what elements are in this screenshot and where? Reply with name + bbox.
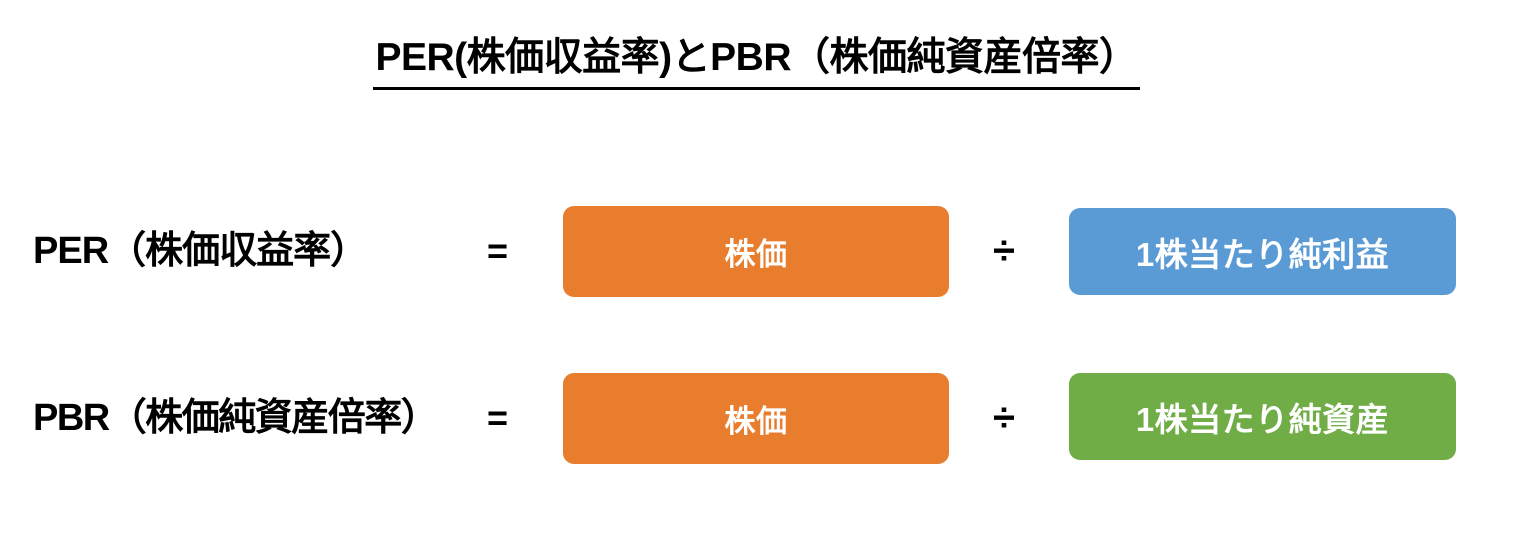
numerator-box-per: 株価 [563, 206, 949, 297]
formula-row-per: PER（株価収益率） = 株価 ÷ 1株当たり純利益 [0, 196, 1513, 306]
denominator-box-per: 1株当たり純利益 [1069, 208, 1456, 295]
numerator-label-pbr: 株価 [724, 404, 788, 439]
denominator-box-pbr: 1株当たり純資産 [1069, 373, 1456, 460]
formula-label-per: PER（株価収益率） [33, 230, 368, 272]
page-title-text: PER(株価収益率)とPBR（株価純資産倍率） [373, 36, 1140, 90]
formula-row-pbr: PBR（株価純資産倍率） = 株価 ÷ 1株当たり純資産 [0, 363, 1513, 473]
denominator-label-pbr: 1株当たり純資産 [1135, 400, 1390, 438]
denominator-label-per: 1株当たり純利益 [1135, 235, 1390, 273]
equals-sign-pbr: = [487, 397, 509, 438]
equals-sign-per: = [487, 230, 509, 271]
page-title: PER(株価収益率)とPBR（株価純資産倍率） [0, 36, 1513, 90]
formula-label-pbr: PBR（株価純資産倍率） [33, 397, 439, 439]
divide-sign-pbr: ÷ [993, 396, 1015, 440]
divide-sign-per: ÷ [993, 229, 1015, 273]
numerator-label-per: 株価 [724, 237, 788, 272]
numerator-box-pbr: 株価 [563, 373, 949, 464]
